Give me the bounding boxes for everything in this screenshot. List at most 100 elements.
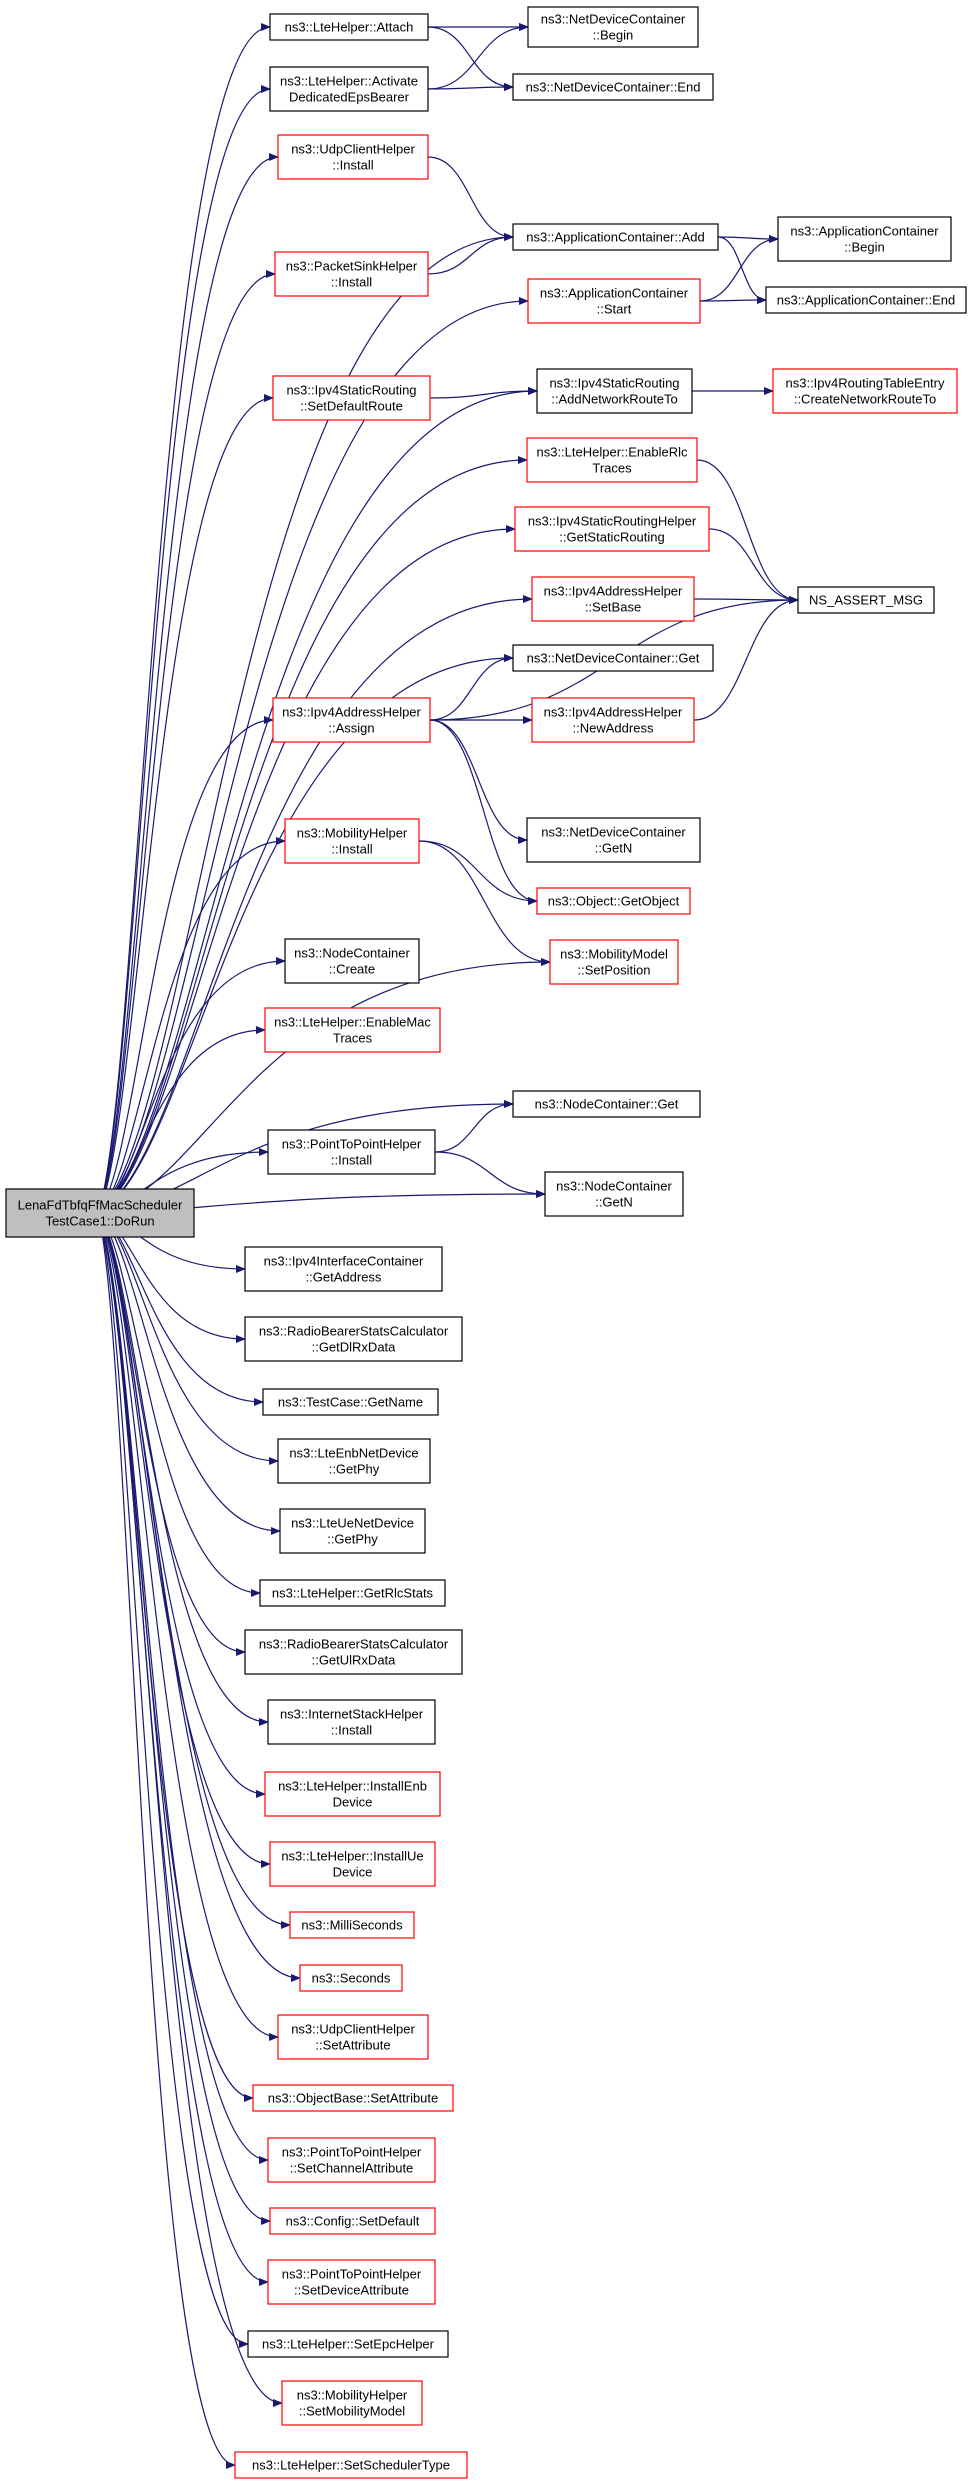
node-tc_getname[interactable]: ns3::TestCase::GetName — [262, 1388, 439, 1416]
edge-mob_install-to-obj_getobject — [418, 840, 538, 905]
node-ms[interactable]: ns3::MilliSeconds — [289, 1911, 415, 1939]
edge-root-to-ish_install — [97, 1212, 269, 1726]
edge-root-to-udp_install — [97, 153, 279, 1214]
node-label-line: ns3::Ipv4AddressHelper — [282, 705, 421, 720]
node-rbsc_getdl[interactable]: ns3::RadioBearerStatsCalculator::GetDlRx… — [244, 1316, 463, 1362]
node-ndc_get[interactable]: ns3::NetDeviceContainer::Get — [512, 644, 714, 672]
node-label-line: ns3::PointToPointHelper — [282, 1137, 422, 1152]
node-udp_install[interactable]: ns3::UdpClientHelper::Install — [277, 134, 429, 180]
node-p2p_setdev[interactable]: ns3::PointToPointHelper::SetDeviceAttrib… — [267, 2259, 436, 2305]
node-ac_start[interactable]: ns3::ApplicationContainer::Start — [527, 278, 701, 324]
node-box — [299, 1964, 403, 1992]
node-box — [262, 1388, 439, 1416]
node-obj_getobject[interactable]: ns3::Object::GetObject — [536, 887, 691, 915]
node-ac_add[interactable]: ns3::ApplicationContainer::Add — [512, 223, 719, 251]
edge-root-to-udp_setattr — [97, 1212, 279, 2041]
node-label-line: ::Install — [331, 275, 372, 290]
edge-ipv4ah_newaddr-to-ns_assert — [693, 596, 799, 721]
node-box — [277, 134, 429, 180]
node-label-line: ::GetDlRxData — [312, 1340, 397, 1355]
node-lte_getrlc[interactable]: ns3::LteHelper::GetRlcStats — [259, 1579, 446, 1607]
node-lte_attach[interactable]: ns3::LteHelper::Attach — [269, 13, 429, 41]
node-box — [267, 1699, 436, 1745]
node-mob_install[interactable]: ns3::MobilityHelper::Install — [284, 818, 420, 864]
node-sec[interactable]: ns3::Seconds — [299, 1964, 403, 1992]
node-ac_end[interactable]: ns3::ApplicationContainer::End — [765, 286, 967, 314]
node-ish_install[interactable]: ns3::InternetStackHelper::Install — [267, 1699, 436, 1745]
edge-root-to-cfg_setdef — [97, 1212, 271, 2225]
node-ndc_getn[interactable]: ns3::NetDeviceContainer::GetN — [526, 817, 701, 863]
node-ipv4sr_anrt[interactable]: ns3::Ipv4StaticRouting::AddNetworkRouteT… — [536, 368, 693, 414]
node-udp_setattr[interactable]: ns3::UdpClientHelper::SetAttribute — [277, 2014, 429, 2060]
node-label-line: ns3::PointToPointHelper — [282, 2267, 422, 2282]
node-label-line: ns3::NodeContainer — [556, 1179, 672, 1194]
node-label-line: ns3::MilliSeconds — [301, 1918, 403, 1933]
node-label-line: ns3::LteHelper::Activate — [280, 74, 418, 89]
node-label-line: Device — [333, 1865, 373, 1880]
node-ipv4srh_gsr[interactable]: ns3::Ipv4StaticRoutingHelper::GetStaticR… — [514, 506, 710, 552]
node-nc_create[interactable]: ns3::NodeContainer::Create — [284, 938, 420, 984]
node-box — [247, 2330, 449, 2358]
node-label-line: ns3::LteHelper::Attach — [285, 20, 414, 35]
node-ipv4sr_sdr[interactable]: ns3::Ipv4StaticRouting::SetDefaultRoute — [272, 375, 431, 421]
edge-lte_activate-to-ndc_begin — [427, 23, 529, 90]
node-box — [512, 644, 714, 672]
node-box — [269, 2207, 436, 2235]
node-label-line: ns3::ApplicationContainer — [540, 286, 689, 301]
node-ue_getphy[interactable]: ns3::LteUeNetDevice::GetPhy — [279, 1508, 426, 1554]
node-label-line: ns3::LteUeNetDevice — [291, 1516, 414, 1531]
node-cfg_setdef[interactable]: ns3::Config::SetDefault — [269, 2207, 436, 2235]
node-lte_setepc[interactable]: ns3::LteHelper::SetEpcHelper — [247, 2330, 449, 2358]
node-box — [281, 2380, 423, 2426]
node-ipv4rte[interactable]: ns3::Ipv4RoutingTableEntry::CreateNetwor… — [772, 368, 958, 414]
node-box — [252, 2084, 454, 2112]
node-label-line: ns3::RadioBearerStatsCalculator — [259, 1637, 449, 1652]
edge-root-to-ipv4sr_anrt — [97, 387, 538, 1214]
node-ac_begin[interactable]: ns3::ApplicationContainer::Begin — [777, 216, 952, 262]
node-label-line: TestCase1::DoRun — [45, 1214, 154, 1229]
node-p2p_setchan[interactable]: ns3::PointToPointHelper::SetChannelAttri… — [267, 2137, 436, 2183]
node-box — [797, 586, 935, 614]
edge-root-to-ps_install — [97, 270, 276, 1214]
node-lte_activate[interactable]: ns3::LteHelper::ActivateDedicatedEpsBear… — [269, 66, 429, 112]
edge-ps_install-to-ac_add — [427, 233, 514, 275]
node-box — [279, 1508, 426, 1554]
node-label-line: ns3::ApplicationContainer::Add — [526, 230, 705, 245]
node-label-line: ::GetStaticRouting — [559, 530, 665, 545]
node-label-line: ::Install — [331, 1723, 372, 1738]
node-mm_setpos[interactable]: ns3::MobilityModel::SetPosition — [549, 939, 679, 985]
edge-root-to-lte_setepc — [97, 1212, 249, 2348]
node-label-line: ::Start — [597, 302, 632, 317]
node-ipv4ah_newaddr[interactable]: ns3::Ipv4AddressHelper::NewAddress — [531, 697, 695, 743]
node-ob_setattr[interactable]: ns3::ObjectBase::SetAttribute — [252, 2084, 454, 2112]
edge-lte_activate-to-ndc_end — [427, 83, 514, 92]
node-nc_get[interactable]: ns3::NodeContainer::Get — [512, 1090, 701, 1118]
node-label-line: ::SetChannelAttribute — [290, 2161, 414, 2176]
node-label-line: ns3::ApplicationContainer — [790, 224, 939, 239]
edge-root-to-mob_setmm — [97, 1212, 283, 2407]
node-ns_assert[interactable]: NS_ASSERT_MSG — [797, 586, 935, 614]
node-p2p_install[interactable]: ns3::PointToPointHelper::Install — [267, 1129, 436, 1175]
edge-lte_erlc-to-ns_assert — [696, 459, 799, 604]
node-box — [269, 1841, 436, 1887]
node-ndc_begin[interactable]: ns3::NetDeviceContainer::Begin — [527, 6, 699, 48]
node-ipv4ah_assign[interactable]: ns3::Ipv4AddressHelper::Assign — [272, 697, 431, 743]
node-label-line: ns3::MobilityHelper — [297, 2388, 408, 2403]
node-ipv4ah_setbase[interactable]: ns3::Ipv4AddressHelper::SetBase — [531, 576, 695, 622]
node-ndc_end[interactable]: ns3::NetDeviceContainer::End — [512, 73, 714, 101]
node-label-line: ns3::LteHelper::GetRlcStats — [272, 1586, 434, 1601]
node-ipv4ic_getaddr[interactable]: ns3::Ipv4InterfaceContainer::GetAddress — [244, 1246, 443, 1292]
edge-root-to-lte_installue — [97, 1212, 271, 1868]
node-enb_getphy[interactable]: ns3::LteEnbNetDevice::GetPhy — [277, 1438, 431, 1484]
node-label-line: ::AddNetworkRouteTo — [551, 392, 677, 407]
node-ps_install[interactable]: ns3::PacketSinkHelper::Install — [274, 251, 429, 297]
node-lte_setsched[interactable]: ns3::LteHelper::SetSchedulerType — [234, 2451, 468, 2479]
node-rbsc_getul[interactable]: ns3::RadioBearerStatsCalculator::GetUlRx… — [244, 1629, 463, 1675]
node-mob_setmm[interactable]: ns3::MobilityHelper::SetMobilityModel — [281, 2380, 423, 2426]
node-nc_getn[interactable]: ns3::NodeContainer::GetN — [544, 1171, 684, 1217]
